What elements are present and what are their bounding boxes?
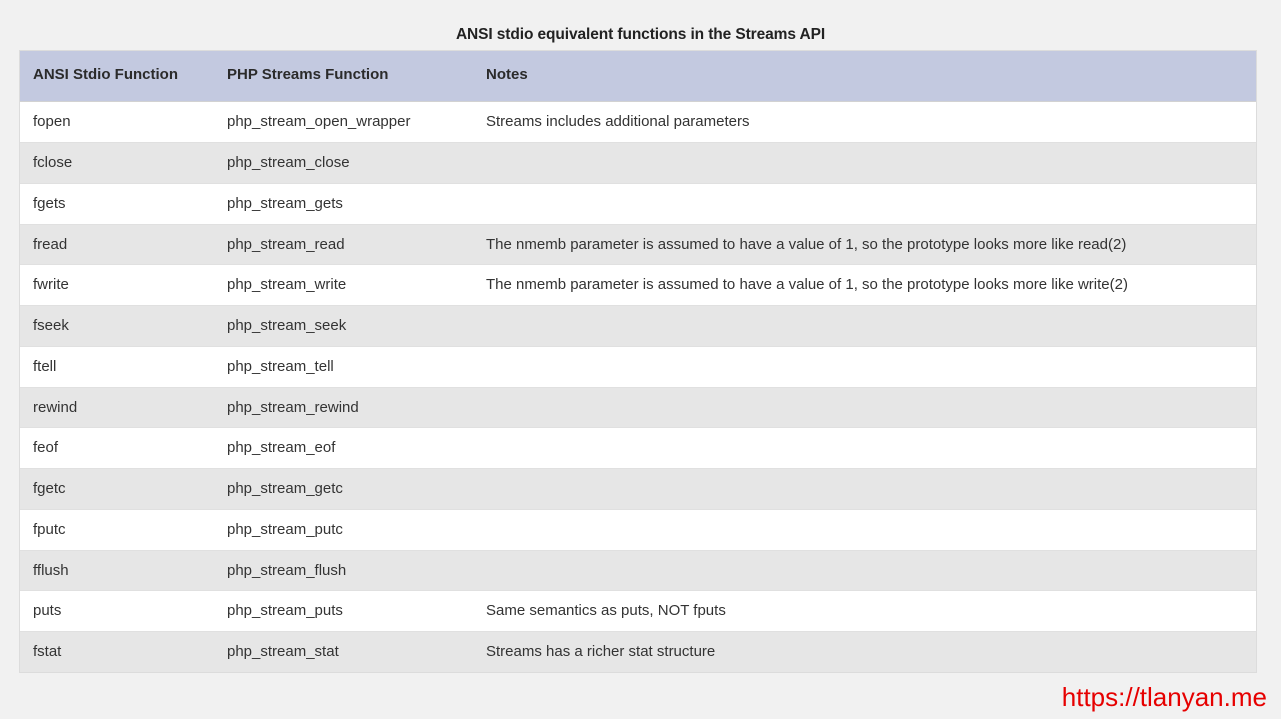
table-header-row: ANSI Stdio Function PHP Streams Function… <box>20 51 1256 103</box>
cell-notes: Streams includes additional parameters <box>473 101 1256 143</box>
cell-notes: Same semantics as puts, NOT fputs <box>473 590 1256 632</box>
table-row: fputc php_stream_putc <box>20 509 1256 551</box>
table-row: rewind php_stream_rewind <box>20 387 1256 429</box>
cell-ansi-function: fputc <box>20 509 214 551</box>
table-row: fopen php_stream_open_wrapper Streams in… <box>20 101 1256 143</box>
table-row: fflush php_stream_flush <box>20 550 1256 592</box>
column-header-ansi-stdio-function: ANSI Stdio Function <box>20 51 214 103</box>
cell-php-function: php_stream_read <box>214 224 473 266</box>
table-row: fclose php_stream_close <box>20 142 1256 184</box>
cell-php-function: php_stream_puts <box>214 590 473 632</box>
cell-ansi-function: fflush <box>20 550 214 592</box>
cell-notes <box>473 550 1256 592</box>
column-header-php-streams-function: PHP Streams Function <box>214 51 473 103</box>
cell-notes <box>473 427 1256 469</box>
page-title: ANSI stdio equivalent functions in the S… <box>455 26 826 43</box>
table-row: puts php_stream_puts Same semantics as p… <box>20 590 1256 632</box>
cell-notes <box>473 183 1256 225</box>
cell-php-function: php_stream_open_wrapper <box>214 101 473 143</box>
table-row: fgets php_stream_gets <box>20 183 1256 225</box>
cell-php-function: php_stream_stat <box>214 631 473 672</box>
cell-php-function: php_stream_seek <box>214 305 473 347</box>
cell-ansi-function: ftell <box>20 346 214 388</box>
cell-notes <box>473 509 1256 551</box>
table-row: fseek php_stream_seek <box>20 305 1256 347</box>
cell-notes <box>473 387 1256 429</box>
table-header: ANSI Stdio Function PHP Streams Function… <box>20 51 1256 103</box>
cell-notes <box>473 305 1256 347</box>
cell-ansi-function: feof <box>20 427 214 469</box>
cell-notes: The nmemb parameter is assumed to have a… <box>473 224 1256 266</box>
cell-php-function: php_stream_getc <box>214 468 473 510</box>
column-header-notes: Notes <box>473 51 1256 103</box>
streams-table-container: ANSI Stdio Function PHP Streams Function… <box>19 50 1257 673</box>
cell-notes <box>473 142 1256 184</box>
cell-php-function: php_stream_gets <box>214 183 473 225</box>
cell-ansi-function: fopen <box>20 101 214 143</box>
table-row: fstat php_stream_stat Streams has a rich… <box>20 631 1256 672</box>
cell-notes <box>473 468 1256 510</box>
cell-php-function: php_stream_write <box>214 264 473 306</box>
table-row: ftell php_stream_tell <box>20 346 1256 388</box>
cell-ansi-function: fread <box>20 224 214 266</box>
cell-ansi-function: fseek <box>20 305 214 347</box>
cell-ansi-function: fclose <box>20 142 214 184</box>
cell-php-function: php_stream_putc <box>214 509 473 551</box>
cell-php-function: php_stream_tell <box>214 346 473 388</box>
table-row: fwrite php_stream_write The nmemb parame… <box>20 264 1256 306</box>
table-row: fgetc php_stream_getc <box>20 468 1256 510</box>
cell-php-function: php_stream_flush <box>214 550 473 592</box>
cell-ansi-function: fstat <box>20 631 214 672</box>
ansi-stdio-streams-table: ANSI Stdio Function PHP Streams Function… <box>20 51 1256 672</box>
site-watermark: https://tlanyan.me <box>1061 682 1267 712</box>
cell-php-function: php_stream_close <box>214 142 473 184</box>
cell-ansi-function: fgets <box>20 183 214 225</box>
cell-ansi-function: fgetc <box>20 468 214 510</box>
cell-notes: Streams has a richer stat structure <box>473 631 1256 672</box>
table-row: feof php_stream_eof <box>20 427 1256 469</box>
cell-php-function: php_stream_rewind <box>214 387 473 429</box>
cell-ansi-function: puts <box>20 590 214 632</box>
cell-ansi-function: rewind <box>20 387 214 429</box>
cell-notes: The nmemb parameter is assumed to have a… <box>473 264 1256 306</box>
cell-php-function: php_stream_eof <box>214 427 473 469</box>
table-row: fread php_stream_read The nmemb paramete… <box>20 224 1256 266</box>
table-body: fopen php_stream_open_wrapper Streams in… <box>20 101 1256 672</box>
cell-notes <box>473 346 1256 388</box>
cell-ansi-function: fwrite <box>20 264 214 306</box>
